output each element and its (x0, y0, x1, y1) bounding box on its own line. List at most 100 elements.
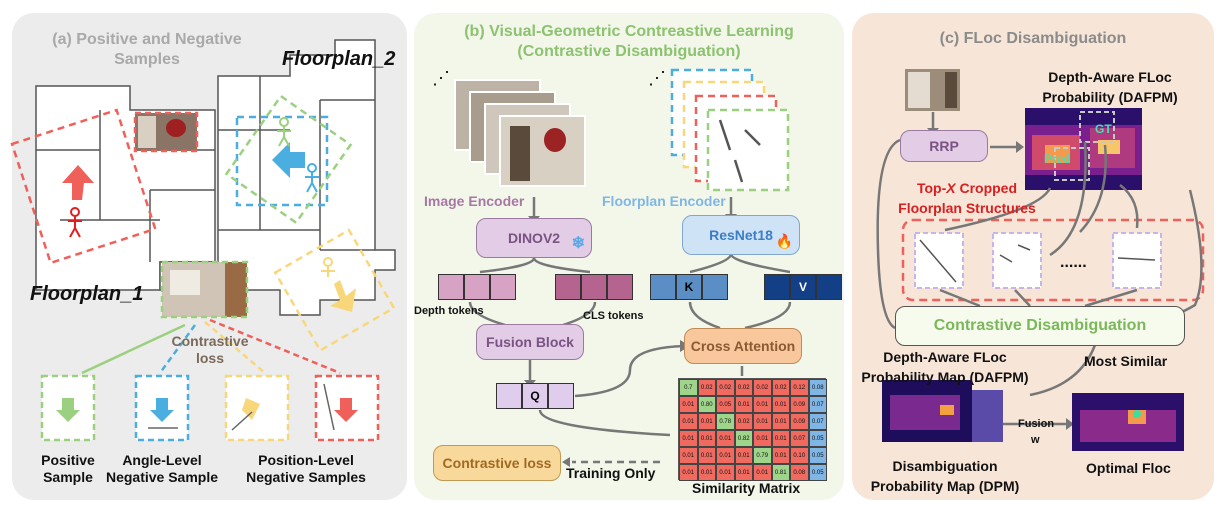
matrix-cell: 0.01 (716, 447, 735, 464)
cls-tokens-label: CLS tokens (583, 310, 644, 322)
optimal-floc-label: Optimal Floc (1086, 460, 1171, 476)
red-sample-region (10, 108, 157, 265)
matrix-cell: 0.01 (753, 396, 772, 413)
matrix-cell: 0.01 (753, 413, 772, 430)
red-person-icon (68, 207, 82, 238)
k-token-2: K (676, 274, 702, 300)
q-token-3 (548, 383, 574, 409)
matrix-cell: 0.02 (734, 379, 753, 396)
floorplan-1-label: Floorplan_1 (30, 283, 144, 305)
matrix-cell: 0.05 (808, 447, 827, 464)
panel-c-arrows (876, 112, 1203, 426)
matrix-cell: 0.08 (790, 464, 809, 481)
yellow-arrow-icon (330, 280, 356, 312)
snowflake-icon: ❄ (571, 235, 585, 252)
angle-negative-label: Angle-Level Negative Sample (105, 452, 219, 485)
matrix-cell: 0.01 (679, 430, 698, 447)
yellow-sample-region (273, 228, 396, 353)
similarity-matrix-label: Similarity Matrix (692, 480, 801, 496)
matrix-cell: 0.01 (697, 413, 716, 430)
matrix-cell: 0.81 (771, 464, 790, 481)
k-token-3 (702, 274, 728, 300)
cropped-structure-1 (914, 232, 964, 289)
position-negative-box-1 (224, 374, 290, 442)
matrix-cell: 0.05 (808, 464, 827, 481)
matrix-cell: 0.01 (716, 430, 735, 447)
floorplan-stack (670, 68, 790, 192)
fusion-weight-label: w (1031, 434, 1040, 446)
matrix-cell: 0.02 (734, 413, 753, 430)
cropped-structure-3 (1112, 232, 1162, 289)
matrix-cell: 0.01 (716, 464, 735, 481)
image-ellipsis: ⋰ (432, 68, 450, 88)
cropped-structure-2 (992, 232, 1042, 289)
contrastive-arrows (81, 318, 341, 375)
fusion-label: Fusion (1018, 418, 1055, 430)
panel-b-title: (b) Visual-Geometric Contreastive Learni… (464, 23, 794, 60)
resnet18-encoder: ResNet18 🔥 (682, 215, 800, 255)
matrix-cell: 0.01 (753, 464, 772, 481)
red-arrow-icon (62, 165, 94, 200)
fire-icon: 🔥 (775, 233, 793, 249)
q-token-2: Q (522, 383, 548, 409)
panel-c-title: (c) FLoc Disambiguation (939, 30, 1127, 47)
contrastive-loss-block: Contrastive loss (433, 445, 561, 481)
cross-attention-block: Cross Attention (684, 328, 802, 364)
training-only-label: Training Only (566, 465, 656, 481)
most-similar-label: Most Similar (1084, 353, 1168, 369)
query-photo (905, 69, 960, 111)
rrp-block: RRP (900, 130, 988, 162)
matrix-cell: 0.78 (716, 413, 735, 430)
matrix-cell: 0.01 (771, 447, 790, 464)
matrix-cell: 0.01 (697, 464, 716, 481)
v-token-2: V (790, 274, 816, 300)
matrix-cell: 0.7 (679, 379, 698, 396)
matrix-cell: 0.07 (790, 430, 809, 447)
green-sample-region (224, 94, 353, 225)
green-person-icon (277, 117, 291, 147)
positive-sample-box (40, 374, 96, 442)
matrix-cell: 0.08 (808, 379, 827, 396)
matrix-cell: 0.01 (734, 464, 753, 481)
dinov2-encoder: DINOV2 ❄ (476, 218, 592, 258)
optimal-floc-map (1072, 393, 1184, 451)
matrix-cell: 0.79 (753, 447, 772, 464)
panel-a-title: (a) Positive and Negative Samples (52, 31, 242, 68)
blue-arrow-icon (272, 142, 305, 178)
matrix-cell: 0.02 (753, 379, 772, 396)
matrix-cell: 0.02 (716, 379, 735, 396)
depth-token-1 (438, 274, 464, 300)
matrix-cell: 0.09 (790, 413, 809, 430)
top-x-label: Top-X Cropped Floorplan Structures (898, 180, 1036, 216)
depth-tokens-label: Depth tokens (414, 305, 484, 317)
contrastive-disambiguation-block: Contrastive Disambiguation (895, 306, 1185, 346)
dafpm-title: Depth-Aware FLoc Probability (DAFPM) (1042, 69, 1178, 105)
matrix-cell: 0.07 (808, 396, 827, 413)
matrix-cell: 0.01 (679, 464, 698, 481)
photo-thumbnail-mid (160, 260, 249, 319)
matrix-cell: 0.02 (697, 379, 716, 396)
matrix-cell: 0.01 (679, 447, 698, 464)
matrix-cell: 0.80 (697, 396, 716, 413)
cls-token-1 (555, 274, 581, 300)
matrix-cell: 0.05 (808, 430, 827, 447)
heatmap-crop-1 (1079, 111, 1115, 143)
depth-token-2 (464, 274, 490, 300)
depth-token-3 (490, 274, 516, 300)
dafpm-map-small (882, 380, 1003, 442)
matrix-cell: 0.01 (697, 430, 716, 447)
matrix-cell: 0.01 (771, 396, 790, 413)
positive-sample-label: Positive Sample (41, 452, 95, 485)
image-stack (454, 79, 586, 187)
matrix-cell: 0.02 (771, 379, 790, 396)
contrastive-loss-label: Contrastive loss (171, 333, 249, 366)
matrix-cell: 0.01 (771, 430, 790, 447)
floorplan-ellipsis: ⋰ (648, 68, 666, 88)
floorplan-2-label: Floorplan_2 (282, 48, 396, 70)
blue-sample-region (235, 115, 329, 207)
matrix-cell: 0.01 (734, 396, 753, 413)
angle-negative-box (134, 374, 190, 442)
gt-label: GT (1095, 122, 1112, 136)
